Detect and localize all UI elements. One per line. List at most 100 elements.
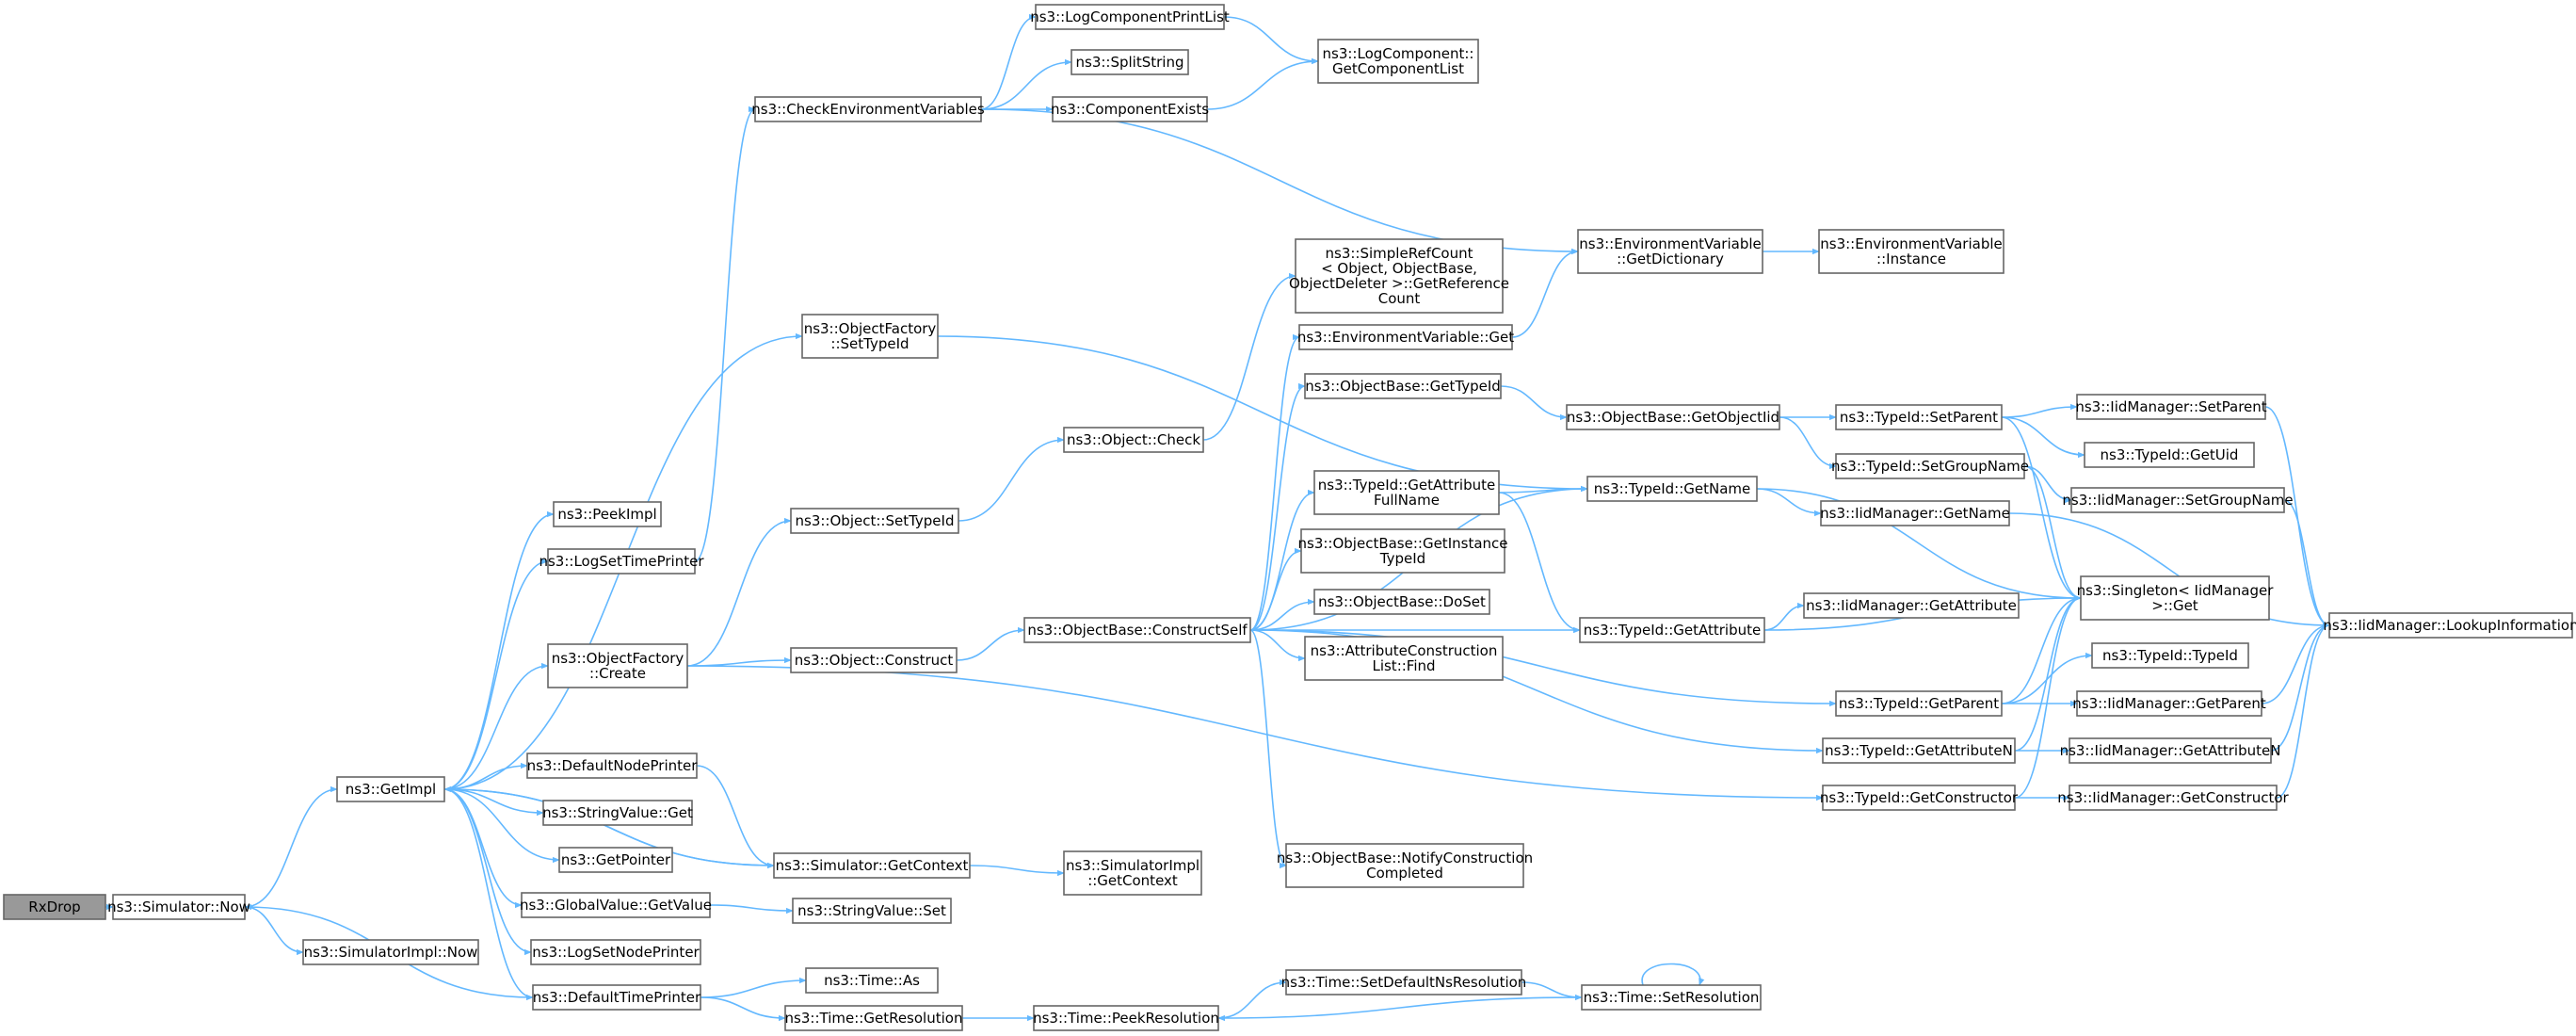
node-sim_now[interactable]: ns3::Simulator::Now (107, 894, 250, 920)
node-typeid_getconstructor[interactable]: ns3::TypeId::GetConstructor (1820, 785, 2019, 811)
node-iidmgr_getattribute[interactable]: ns3::IidManager::GetAttribute (1803, 592, 2020, 619)
edge-objbase_constructself-to-objbase_notifyconstruction (1249, 629, 1287, 869)
node-getpointer[interactable]: ns3::GetPointer (558, 847, 673, 873)
edge-objfactory_create-to-typeid_getconstructor (686, 665, 1824, 801)
node-defaultnodeprinter[interactable]: ns3::DefaultNodePrinter (526, 753, 699, 779)
node-splitstring[interactable]: ns3::SplitString (1071, 49, 1189, 75)
node-box (1023, 617, 1251, 643)
node-stringvalue_set[interactable]: ns3::StringValue::Set (792, 898, 952, 924)
node-label: List::Find (1372, 657, 1435, 674)
node-objfactory_create[interactable]: ns3::ObjectFactory::Create (547, 643, 688, 688)
edge-object_check-to-simplerefcount (1202, 272, 1296, 441)
node-time_setdefaultns[interactable]: ns3::Time::SetDefaultNsResolution (1281, 969, 1527, 996)
node-defaulttimeprinter[interactable]: ns3::DefaultTimePrinter (532, 984, 701, 1011)
node-label: ns3::Singleton< IidManager (2077, 582, 2275, 599)
node-envvar_getdictionary[interactable]: ns3::EnvironmentVariable::GetDictionary (1577, 229, 1763, 274)
node-object_check[interactable]: ns3::Object::Check (1063, 427, 1204, 453)
edge-checkenv-to-logcompprintlist (980, 13, 1037, 110)
node-envvar_get[interactable]: ns3::EnvironmentVariable::Get (1297, 324, 1514, 350)
edge-path (1498, 492, 1581, 634)
edge-objfactory_settypeid-to-typeid_getname (937, 335, 1588, 493)
node-iidmgr_getattributen[interactable]: ns3::IidManager::GetAttributeN (2060, 737, 2281, 764)
edge-path (1249, 382, 1306, 631)
node-label: ns3::TypeId::GetAttributeN (1825, 742, 2013, 759)
node-box (336, 776, 445, 802)
node-peekimpl[interactable]: ns3::PeekImpl (553, 501, 662, 527)
edge-path (443, 558, 549, 790)
node-singleton_get[interactable]: ns3::Singleton< IidManager >::Get (2077, 575, 2275, 621)
node-box (1566, 404, 1780, 430)
node-rxdrop[interactable]: RxDrop (3, 894, 106, 920)
node-objfactory_settypeid[interactable]: ns3::ObjectFactory::SetTypeId (801, 314, 939, 359)
edge-path (2001, 403, 2078, 418)
node-typeid_getname[interactable]: ns3::TypeId::GetName (1586, 476, 1758, 502)
node-logsettimeprinter[interactable]: ns3::LogSetTimePrinter (539, 548, 704, 575)
node-objbase_getobjectiid[interactable]: ns3::ObjectBase::GetObjectIid (1566, 404, 1780, 430)
node-time_setresolution[interactable]: ns3::Time::SetResolution (1581, 984, 1762, 1011)
edge-path (2283, 499, 2330, 629)
node-label: RxDrop (28, 898, 80, 915)
node-logcomp_getlist[interactable]: ns3::LogComponent::GetComponentList (1317, 39, 1479, 84)
node-objbase_gettypeid[interactable]: ns3::ObjectBase::GetTypeId (1304, 373, 1502, 399)
node-getimpl[interactable]: ns3::GetImpl (336, 776, 445, 802)
node-label: ns3::Object::Check (1067, 431, 1200, 448)
node-simplerefcount[interactable]: ns3::SimpleRefCount< Object, ObjectBase,… (1289, 238, 1509, 314)
node-label: ns3::EnvironmentVariable::Get (1297, 329, 1514, 346)
node-iidmgr_setparent[interactable]: ns3::IidManager::SetParent (2075, 394, 2267, 420)
node-checkenv[interactable]: ns3::CheckEnvironmentVariables (751, 96, 985, 122)
node-box (792, 898, 952, 924)
node-typeid_getattributen[interactable]: ns3::TypeId::GetAttributeN (1822, 737, 2016, 764)
node-iidmgr_getname[interactable]: ns3::IidManager::GetName (1820, 500, 2010, 526)
node-logsetnodeprinter[interactable]: ns3::LogSetNodePrinter (530, 939, 701, 965)
edge-typeid_getname-to-singleton_get (1756, 488, 2082, 602)
node-label: ns3::ObjectBase::NotifyConstruction (1277, 850, 1533, 866)
node-time_as[interactable]: ns3::Time::As (805, 967, 939, 994)
node-typeid_typeid[interactable]: ns3::TypeId::TypeId (2091, 642, 2249, 669)
node-box (3, 894, 106, 920)
node-typeid_getattribute[interactable]: ns3::TypeId::GetAttribute (1579, 617, 1765, 643)
node-time_peekresolution[interactable]: ns3::Time::PeekResolution (1033, 1005, 1219, 1031)
node-envvar_instance[interactable]: ns3::EnvironmentVariable::Instance (1818, 229, 2004, 274)
node-objbase_notifyconstruction[interactable]: ns3::ObjectBase::NotifyConstructionCompl… (1277, 843, 1533, 888)
node-iidmgr_lookupinfo[interactable]: ns3::IidManager::LookupInformation (2323, 612, 2576, 639)
edge-path (980, 58, 1072, 110)
node-stringvalue_get[interactable]: ns3::StringValue::Get (542, 800, 693, 826)
node-logcompprintlist[interactable]: ns3::LogComponentPrintList (1030, 4, 1230, 30)
node-label: ns3::IidManager::SetGroupName (2062, 492, 2293, 509)
node-simimpl_now[interactable]: ns3::SimulatorImpl::Now (302, 939, 479, 965)
edge-sim_getcontext-to-getimpl (443, 785, 775, 866)
node-typeid_getuid[interactable]: ns3::TypeId::GetUid (2084, 442, 2255, 468)
node-typeid_setgroupname[interactable]: ns3::TypeId::SetGroupName (1831, 453, 2029, 479)
node-objbase_doset[interactable]: ns3::ObjectBase::DoSet (1313, 589, 1490, 615)
edge-path (1217, 979, 1287, 1019)
edge-path (980, 13, 1037, 110)
edge-path (1217, 996, 1583, 1022)
node-typeid_setparent[interactable]: ns3::TypeId::SetParent (1835, 404, 2003, 430)
edge-path (443, 762, 528, 790)
node-object_settypeid[interactable]: ns3::Object::SetTypeId (790, 508, 959, 534)
node-box (2328, 612, 2573, 639)
node-iidmgr_getconstructor[interactable]: ns3::IidManager::GetConstructor (2057, 785, 2290, 811)
node-iidmgr_setgroupname[interactable]: ns3::IidManager::SetGroupName (2062, 487, 2294, 513)
node-box (1820, 500, 2010, 526)
node-componentexists[interactable]: ns3::ComponentExists (1051, 96, 1209, 122)
edge-path (980, 108, 1579, 255)
node-objbase_constructself[interactable]: ns3::ObjectBase::ConstructSelf (1023, 617, 1251, 643)
node-simimpl_getcontext[interactable]: ns3::SimulatorImpl::GetContext (1063, 850, 1202, 896)
node-sim_getcontext[interactable]: ns3::Simulator::GetContext (773, 852, 971, 879)
node-time_getresolution[interactable]: ns3::Time::GetResolution (784, 1005, 963, 1031)
edge-path (443, 788, 534, 1001)
node-globalvalue_getvalue[interactable]: ns3::GlobalValue::GetValue (520, 892, 712, 918)
node-box (1822, 785, 2016, 811)
node-label: ns3::GlobalValue::GetValue (520, 897, 712, 914)
node-box (1300, 528, 1505, 574)
node-iidmgr_getparent[interactable]: ns3::IidManager::GetParent (2072, 690, 2266, 717)
edge-path (956, 626, 1025, 661)
node-label: ns3::ObjectFactory (804, 320, 937, 337)
node-typeid_getparent[interactable]: ns3::TypeId::GetParent (1835, 690, 2003, 717)
node-object_construct[interactable]: ns3::Object::Construct (790, 647, 958, 673)
edge-path (2270, 622, 2330, 752)
